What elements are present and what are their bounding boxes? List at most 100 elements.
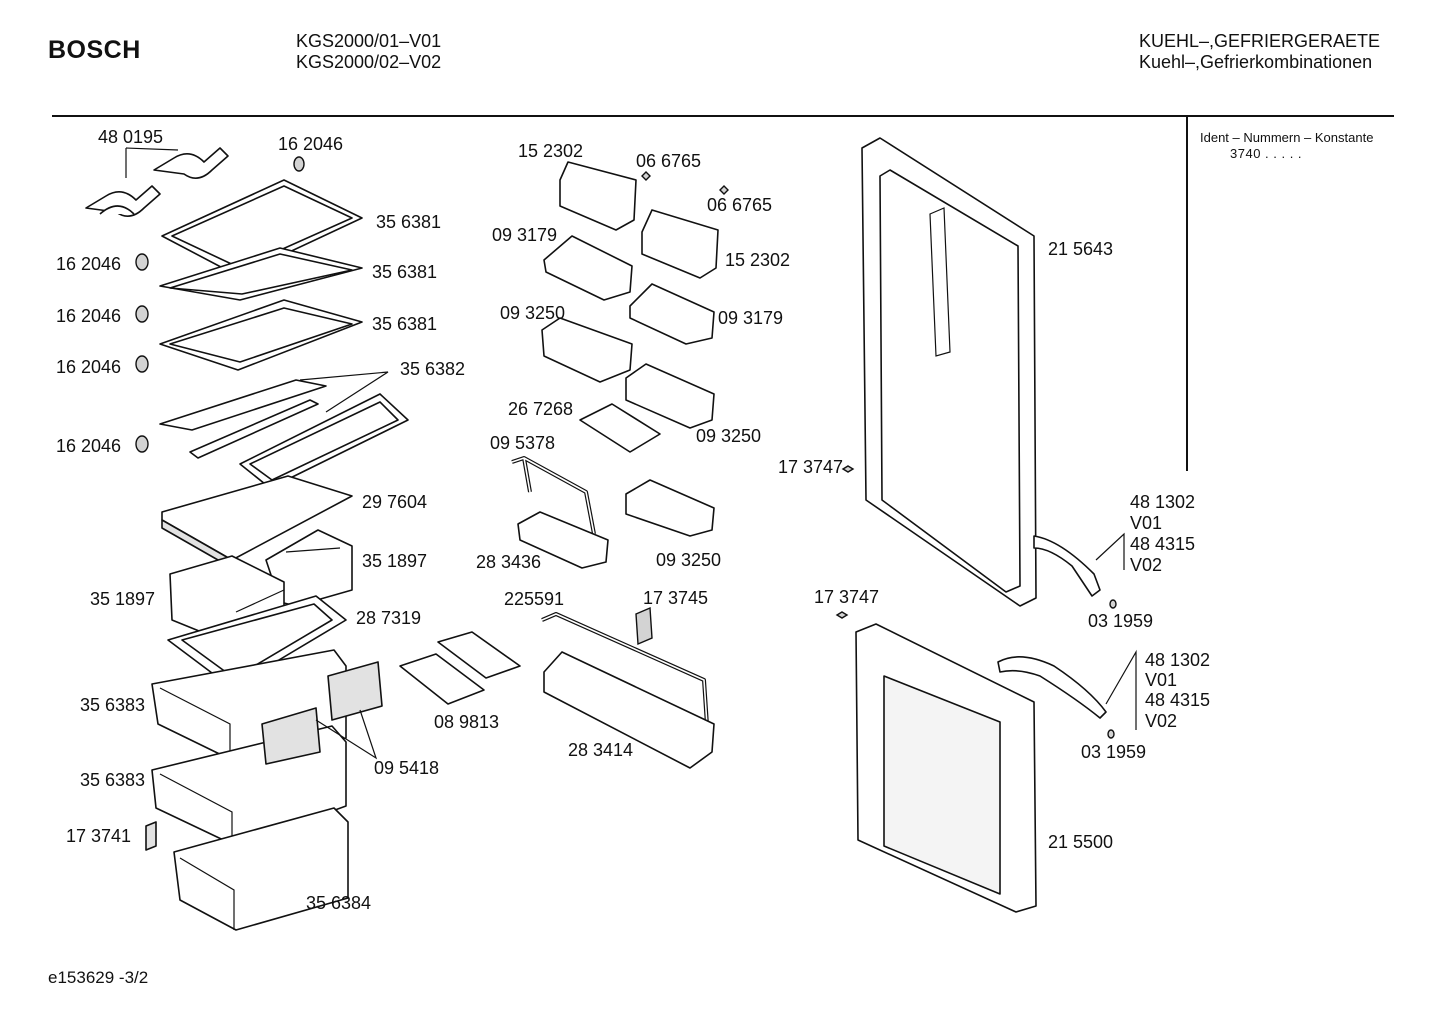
label-066765-b: 06 6765 [707,195,773,215]
label-093250-a: 09 3250 [500,303,566,323]
category-subtitle: Kuehl–,Gefrierkombinationen [1139,52,1373,72]
label-356381-a: 35 6381 [376,212,442,232]
label-225591: 225591 [504,589,565,609]
label-267268: 26 7268 [508,399,574,419]
butter-lid-2 [641,209,719,279]
label-095378: 09 5378 [490,433,556,453]
label-v02-a: V02 [1130,555,1163,575]
label-162046-top: 16 2046 [278,134,344,154]
glass-shelf-2 [159,247,363,301]
label-v01-a: V01 [1130,513,1163,533]
stopper-top [293,156,305,172]
fridge-door [861,137,1037,607]
fridge-handle [1033,535,1101,597]
screw-173747-a [841,465,855,473]
clip-173745 [635,606,653,646]
freezer-drawer [173,807,349,931]
door-shelf-small-1 [543,235,633,301]
category-title: KUEHL–,GEFRIERGERAETE [1139,31,1381,51]
label-356383-b: 35 6383 [80,770,146,790]
drawing-id: e153629 -3/2 [48,968,149,987]
label-480195: 48 0195 [98,127,164,147]
stopper-d [135,435,149,453]
model-number-2: KGS2000/02–V02 [296,52,442,72]
label-162046-d: 16 2046 [56,436,122,456]
bottle-shelf-large [543,651,715,769]
label-173747-a: 17 3747 [778,457,844,477]
label-356383-a: 35 6383 [80,695,146,715]
label-173741: 17 3741 [66,826,132,846]
leader-481302-a [1095,532,1125,570]
door-shelf-2 [625,363,715,429]
door-shelf-3 [625,479,715,537]
label-093179-a: 09 3179 [492,225,558,245]
stopper-b [135,305,149,323]
label-215643: 21 5643 [1048,239,1114,259]
label-031959-a: 03 1959 [1088,611,1154,631]
label-297604: 29 7604 [362,492,428,512]
label-356382: 35 6382 [400,359,466,379]
freezer-handle [997,656,1107,719]
ident-value: 3740 . . . . . [1230,146,1303,161]
ice-cube-tray-1 [399,653,485,705]
label-173747-b: 17 3747 [814,587,880,607]
label-v02-b: V02 [1145,711,1178,731]
label-481302-b: 48 1302 [1145,650,1211,670]
cap-031959-b [1107,729,1115,739]
label-031959-b: 03 1959 [1081,742,1147,762]
glass-shelf-1 [161,179,363,277]
bottle-bar-large [541,612,710,741]
leader-356382 [299,371,389,413]
leader-480195 [125,147,179,178]
label-351897-left: 35 1897 [90,589,156,609]
label-066765-a: 06 6765 [636,151,702,171]
label-093250-b: 09 3250 [696,426,762,446]
glass-shelf-3 [159,299,363,371]
ident-divider [1186,117,1188,471]
leader-095418 [315,709,378,760]
label-356381-b: 35 6381 [372,262,438,282]
screw-2 [719,185,729,195]
label-152302-b: 15 2302 [725,250,791,270]
stopper-c [135,355,149,373]
label-484315-b: 48 4315 [1145,690,1211,710]
bottle-shelf-small [517,511,609,569]
label-095418: 09 5418 [374,758,440,778]
label-283436: 28 3436 [476,552,542,572]
model-number-1: KGS2000/01–V01 [296,31,442,51]
shelf-frame-4 [159,379,409,489]
label-287319: 28 7319 [356,608,422,628]
bottle-bar-small [511,456,596,535]
label-093250-c: 09 3250 [656,550,722,570]
brand-logo: BOSCH [48,36,141,64]
label-v01-b: V01 [1145,670,1178,690]
label-089813: 08 9813 [434,712,500,732]
label-162046-a: 16 2046 [56,254,122,274]
door-shelf-small-2 [629,283,715,345]
label-283414: 28 3414 [568,740,634,760]
door-shelf-1 [541,317,633,383]
cap-031959-a [1109,599,1117,609]
cold-pack-1 [261,707,321,765]
drawer-frame [167,595,347,689]
label-093179-b: 09 3179 [718,308,784,328]
shelf-clip-pair [85,147,229,217]
label-356384: 35 6384 [306,893,372,913]
label-481302-a: 48 1302 [1130,492,1196,512]
ident-title: Ident – Nummern – Konstante [1200,130,1374,145]
label-215500: 21 5500 [1048,832,1114,852]
label-162046-c: 16 2046 [56,357,122,377]
clip-173741 [145,821,157,851]
screw-1 [641,171,651,181]
label-484315-a: 48 4315 [1130,534,1196,554]
butter-lid-1 [559,161,637,231]
leader-481302-b [1105,649,1137,730]
label-356381-c: 35 6381 [372,314,438,334]
egg-tray [579,403,661,453]
stopper-a [135,253,149,271]
cold-pack-2 [327,661,383,721]
label-162046-b: 16 2046 [56,306,122,326]
freezer-door [855,623,1037,913]
